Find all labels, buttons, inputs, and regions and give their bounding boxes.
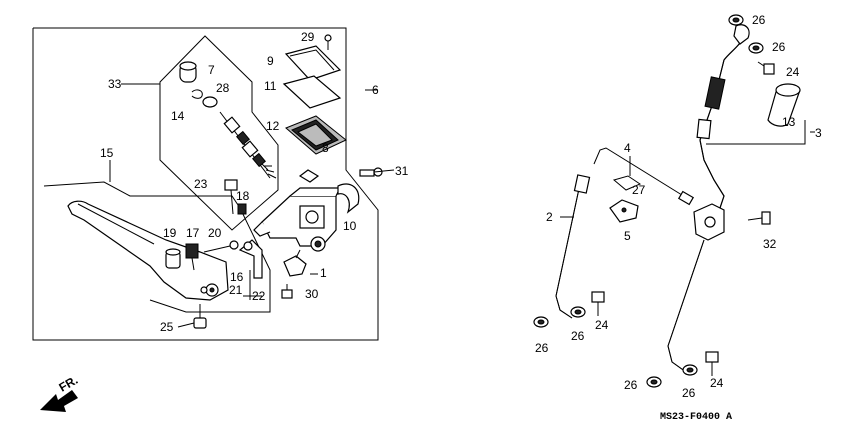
callout-4: 4 xyxy=(624,141,631,155)
callout-23: 23 xyxy=(194,177,208,191)
callout-3: 3 xyxy=(815,126,822,140)
leader-lines xyxy=(109,83,815,328)
hose-boot xyxy=(767,83,801,127)
part-17 xyxy=(185,243,199,271)
callout-12: 12 xyxy=(266,119,280,133)
callout-8: 8 xyxy=(322,141,329,155)
callout-33: 33 xyxy=(108,77,122,91)
callout-26-b: 26 xyxy=(772,40,786,54)
callout-7: 7 xyxy=(208,63,215,77)
switch-16 xyxy=(238,239,263,279)
callout-2: 2 xyxy=(546,210,553,224)
callout-32: 32 xyxy=(763,237,777,251)
upper-brake-hose xyxy=(696,24,750,209)
callout-1: 1 xyxy=(320,266,327,280)
reservoir-plate xyxy=(282,75,342,109)
clamp-27 xyxy=(612,175,642,191)
diaphragm xyxy=(285,115,347,155)
pivot-collar xyxy=(165,248,181,269)
lower-washers-right xyxy=(646,351,719,388)
callout-31: 31 xyxy=(395,164,409,178)
callout-26-c: 26 xyxy=(535,341,549,355)
piston-kit xyxy=(179,61,277,179)
callout-13: 13 xyxy=(782,115,796,129)
lower-washers-left xyxy=(533,291,605,328)
brake-lever xyxy=(67,200,229,301)
diagram-code: MS23-F0400 A xyxy=(660,412,732,423)
callout-10: 10 xyxy=(343,219,357,233)
reservoir-cap xyxy=(284,45,342,81)
three-way-joint xyxy=(693,203,725,241)
callout-22: 22 xyxy=(252,289,266,303)
direction-arrow-icon: FR. xyxy=(40,373,80,412)
callout-25: 25 xyxy=(160,320,174,334)
callout-28: 28 xyxy=(216,81,230,95)
callout-21: 21 xyxy=(229,283,243,297)
callout-29: 29 xyxy=(301,30,315,44)
callout-24-c: 24 xyxy=(710,376,724,390)
pivot-bolt xyxy=(224,179,247,215)
callout-24-a: 24 xyxy=(786,65,800,79)
part-21 xyxy=(200,286,208,294)
brake-pipe xyxy=(593,147,695,206)
callout-20: 20 xyxy=(208,226,222,240)
bolt-24-top xyxy=(757,61,775,75)
callout-15: 15 xyxy=(100,146,114,160)
callout-14: 14 xyxy=(171,109,185,123)
callout-27: 27 xyxy=(632,183,646,197)
callout-26-a: 26 xyxy=(752,13,766,27)
left-lower-hose xyxy=(555,174,591,319)
callout-19: 19 xyxy=(163,226,177,240)
callout-30: 30 xyxy=(305,287,319,301)
clip xyxy=(298,169,320,183)
callout-26-d: 26 xyxy=(571,329,585,343)
master-cylinder-body xyxy=(253,187,341,252)
banjo-bolt-31 xyxy=(359,167,395,177)
callout-24-b: 24 xyxy=(595,318,609,332)
screw-30 xyxy=(281,284,293,299)
callout-18: 18 xyxy=(236,189,250,203)
nut-25 xyxy=(193,304,207,329)
callout-6: 6 xyxy=(372,83,379,97)
clamp-5 xyxy=(609,199,639,223)
stop-switch xyxy=(283,249,307,277)
callout-26-f: 26 xyxy=(682,386,696,400)
callout-9: 9 xyxy=(267,54,274,68)
right-lower-hose xyxy=(667,239,705,373)
reservoir-boot xyxy=(337,183,360,214)
callout-26-e: 26 xyxy=(624,378,638,392)
cap-screw xyxy=(324,34,332,50)
washers-top xyxy=(728,14,764,54)
callout-17: 17 xyxy=(186,226,200,240)
callout-11: 11 xyxy=(264,79,277,93)
callout-5: 5 xyxy=(624,229,631,243)
callout-16: 16 xyxy=(230,270,244,284)
callout-labels: 33 15 7 28 14 29 9 11 6 12 8 31 23 18 10… xyxy=(100,13,822,400)
direction-label: FR. xyxy=(57,373,81,395)
screw-20 xyxy=(203,240,239,253)
bolt-32 xyxy=(747,211,771,225)
